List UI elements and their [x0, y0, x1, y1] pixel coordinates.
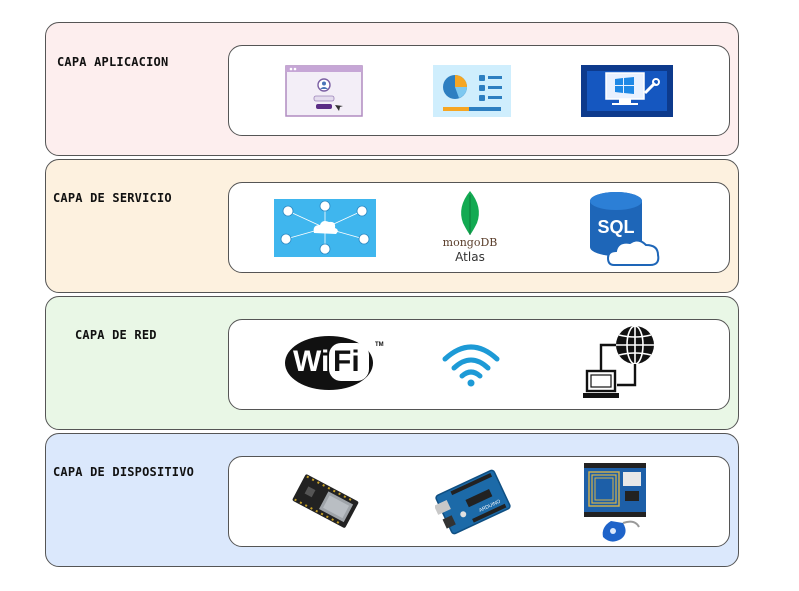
layer-dispositivo: CAPA DE DISPOSITIVO — [45, 433, 739, 567]
wifi-fi-box — [329, 343, 369, 381]
icons-panel-red: Wi Fi TM — [228, 319, 730, 410]
atlas-label: Atlas — [455, 250, 485, 264]
mongodb-label: mongoDB — [442, 236, 498, 249]
layer-title-red: CAPA DE RED — [75, 328, 157, 342]
sql-label: SQL — [597, 217, 634, 237]
wifi-fi-text: Fi — [333, 345, 360, 378]
wifi-tm-text: TM — [375, 342, 384, 348]
mongodb-atlas-icon: mongoDB Atlas — [435, 189, 505, 269]
wifi-signal-icon — [442, 344, 500, 387]
web-login-icon — [285, 65, 363, 117]
layer-servicio: CAPA DE SERVICIO mongoDB Atlas — [45, 159, 739, 293]
esp32-board-icon — [292, 474, 359, 528]
icons-panel-aplicacion — [228, 45, 730, 136]
layer-red: CAPA DE RED Wi Fi TM — [45, 296, 739, 430]
sql-cloud-icon: SQL — [590, 192, 660, 266]
icons-panel-servicio: mongoDB Atlas SQL — [228, 182, 730, 273]
layer-title-aplicacion: CAPA APLICACION — [57, 55, 169, 69]
layer-aplicacion: CAPA APLICACION — [45, 22, 739, 156]
rfid-module-icon — [584, 463, 646, 542]
wifi-logo-icon: Wi Fi TM — [281, 332, 389, 394]
dashboard-icon — [433, 65, 511, 117]
layer-title-servicio: CAPA DE SERVICIO — [53, 191, 172, 205]
wifi-wi-text: Wi — [293, 345, 330, 378]
cloud-network-icon — [274, 199, 376, 257]
windows-desktop-icon — [581, 65, 673, 117]
icons-panel-dispositivo: ARDUINO — [228, 456, 730, 547]
mongodb-leaf-icon — [461, 191, 479, 235]
arduino-board-icon: ARDUINO — [435, 469, 511, 535]
network-globe-icon — [583, 325, 654, 398]
layer-title-dispositivo: CAPA DE DISPOSITIVO — [53, 465, 195, 479]
